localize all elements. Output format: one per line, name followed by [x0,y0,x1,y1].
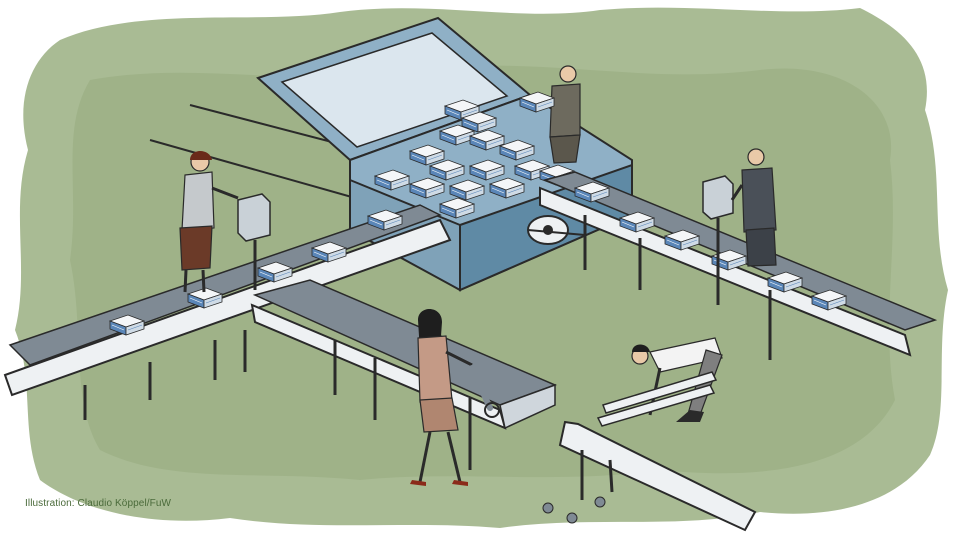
loose-rails [558,371,757,532]
worker-woman-left [179,151,239,293]
control-box-icon [702,175,734,305]
wrench-icon [469,365,500,418]
worker-woman-wrench [410,308,500,486]
conveyor-left [3,204,452,420]
bolt-icon [542,496,606,524]
worker-man-right [730,148,777,267]
illustration-credit: Illustration: Claudio Köppel/FuW [25,498,172,509]
worker-man-carrying [519,65,581,164]
conveyor-right [539,171,938,360]
control-box-icon [237,193,271,290]
rail-back-2 [149,139,381,206]
